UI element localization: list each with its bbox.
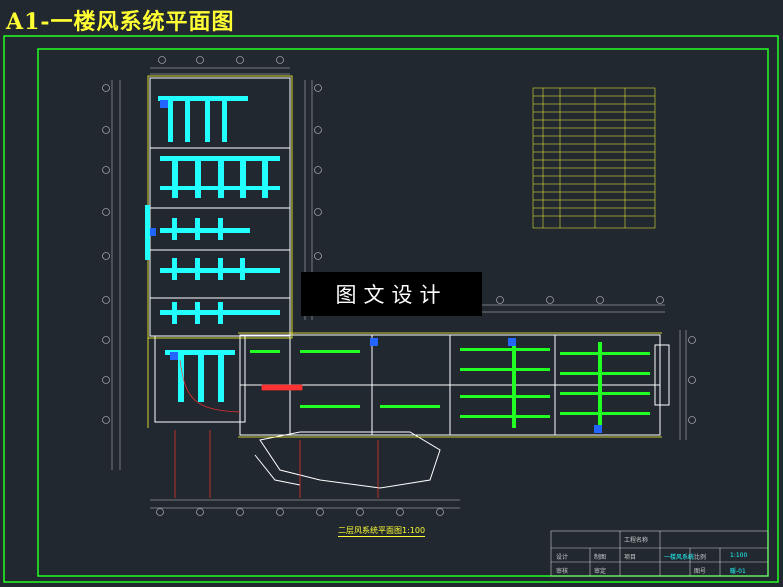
title-block-drawing-no: 暖-01 xyxy=(730,568,746,575)
title-block-scale: 1:100 xyxy=(730,552,748,559)
sheet-title: A1-一楼风系统平面图 xyxy=(6,9,235,35)
title-block-scale-label: 比例 xyxy=(694,554,707,561)
title-block-approve: 审定 xyxy=(594,568,607,575)
inner-frame xyxy=(37,48,769,577)
building-walls xyxy=(149,77,670,489)
drawing-title: 二层风系统平面图1:100 xyxy=(338,526,426,537)
title-block-project: 工程名称 xyxy=(624,537,649,544)
title-block-check: 审核 xyxy=(556,568,569,575)
ducts-horizontal-wing xyxy=(250,342,650,428)
title-block xyxy=(550,530,769,577)
title-block-design: 设计 xyxy=(556,554,569,561)
title-block-drawing-no-label: 图号 xyxy=(694,568,707,575)
outer-frame xyxy=(3,35,779,583)
red-annotations xyxy=(174,359,379,498)
legend-table xyxy=(532,87,656,229)
title-block-drawn: 制图 xyxy=(594,554,607,561)
fan-units xyxy=(150,100,602,433)
watermark: 图文设计 xyxy=(301,272,482,316)
ducts-vertical-wing xyxy=(145,96,280,402)
title-block-item: 项目 xyxy=(624,554,637,561)
title-block-drawing-name: 一楼风系统 xyxy=(664,554,695,561)
